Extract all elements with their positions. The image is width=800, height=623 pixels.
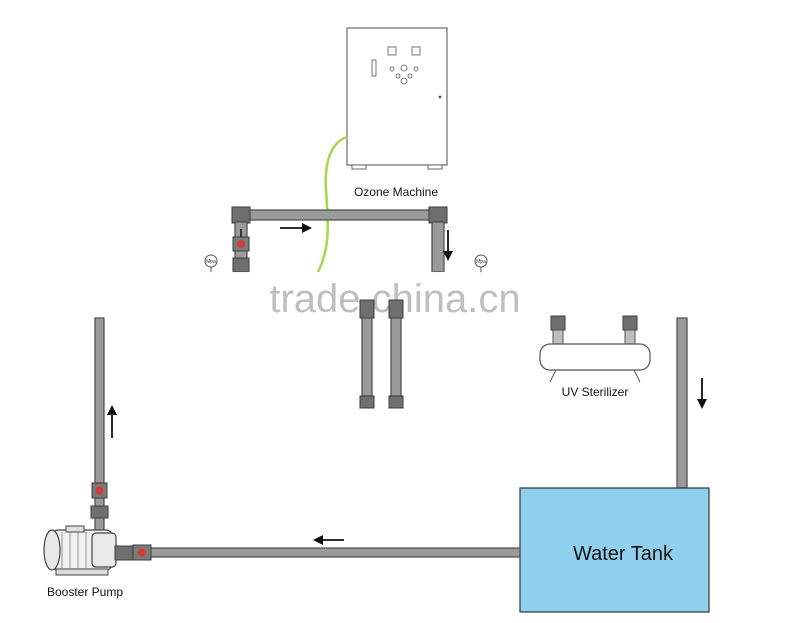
pump-outlet-pipe bbox=[94, 317, 105, 484]
ball-valve-icon bbox=[232, 229, 250, 252]
ball-valve-icon bbox=[91, 482, 108, 499]
uv-sterilizer bbox=[539, 315, 651, 383]
uv-sterilizer-label: UV Sterilizer bbox=[562, 385, 629, 399]
booster-pump-label: Booster Pump bbox=[47, 585, 123, 599]
gauge-unit-label: Mpa bbox=[476, 259, 486, 265]
flow-arrow-icon bbox=[280, 223, 312, 233]
gauge-unit-label: Mpa bbox=[206, 259, 216, 265]
top-pipe bbox=[231, 206, 448, 273]
ozone-machine-label: Ozone Machine bbox=[354, 185, 438, 199]
flow-arrow-icon bbox=[107, 405, 117, 438]
booster-pump bbox=[43, 525, 134, 576]
water-tank-label: Water Tank bbox=[573, 543, 674, 565]
pressure-gauge-icon: Mpa bbox=[204, 254, 218, 276]
mixer-pipes bbox=[359, 299, 404, 409]
pressure-gauge-icon: Mpa bbox=[474, 254, 488, 276]
ball-valve-icon bbox=[132, 544, 152, 561]
ozone-gas-tube bbox=[316, 135, 348, 273]
ozone-machine bbox=[346, 27, 448, 170]
bottom-pipe bbox=[149, 547, 521, 558]
tank-inlet-pipe bbox=[676, 317, 688, 489]
flow-arrow-icon bbox=[697, 378, 707, 409]
flow-arrow-icon bbox=[443, 230, 453, 261]
control-panel-icon bbox=[371, 46, 442, 99]
flow-arrow-icon bbox=[313, 535, 344, 545]
